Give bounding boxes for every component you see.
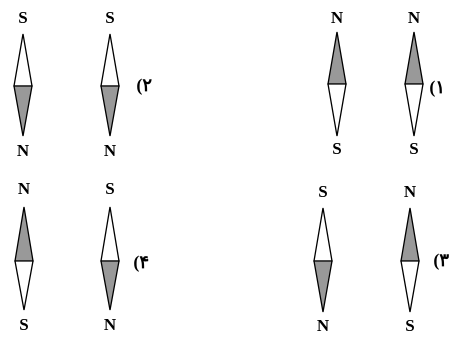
option-3-label: (۳ xyxy=(433,250,449,271)
pole-label-bottom: S xyxy=(332,139,341,158)
pole-label-top: N xyxy=(18,179,31,198)
option-3-needle-1: S N xyxy=(313,182,333,335)
pole-label-bottom: N xyxy=(17,141,30,160)
pole-label-top: S xyxy=(318,182,327,201)
needle-upper-half xyxy=(100,206,120,262)
needle-lower-half xyxy=(100,85,120,137)
needle-upper-half xyxy=(327,31,347,85)
option-2-label: (۲ xyxy=(136,75,152,96)
needle-lower-half xyxy=(327,83,347,137)
option-2: S N S N (۲ xyxy=(13,8,152,160)
needle-upper-half xyxy=(100,33,120,87)
option-4-needle-1: N S xyxy=(14,179,34,334)
option-1: N S N S (۱ xyxy=(327,8,445,158)
option-2-needle-1: S N xyxy=(13,8,33,160)
pole-label-top: S xyxy=(105,179,114,198)
pole-label-top: N xyxy=(331,8,344,27)
pole-label-bottom: N xyxy=(104,315,117,334)
pole-label-top: N xyxy=(404,182,417,201)
pole-label-bottom: S xyxy=(409,139,418,158)
needle-lower-half xyxy=(404,83,424,137)
needle-upper-half xyxy=(313,207,333,262)
pole-label-bottom: S xyxy=(405,316,414,335)
option-4-needle-2: S N xyxy=(100,179,120,334)
pole-label-bottom: S xyxy=(19,315,28,334)
needle-lower-half xyxy=(100,260,120,311)
needle-upper-half xyxy=(14,206,34,262)
option-1-needle-2: N S xyxy=(404,8,424,158)
option-1-needle-1: N S xyxy=(327,8,347,158)
needle-lower-half xyxy=(313,260,333,313)
pole-label-top: S xyxy=(18,8,27,27)
needle-upper-half xyxy=(404,31,424,85)
needle-upper-half xyxy=(13,33,33,87)
option-4-label: (۴ xyxy=(133,252,149,273)
pole-label-bottom: N xyxy=(104,141,117,160)
option-1-label: (۱ xyxy=(429,77,445,98)
pole-label-top: S xyxy=(105,8,114,27)
needle-upper-half xyxy=(400,207,420,262)
option-4: N S S N (۴ xyxy=(14,179,149,334)
needle-lower-half xyxy=(14,260,34,311)
needle-lower-half xyxy=(13,85,33,137)
option-3-needle-2: N S xyxy=(400,182,420,335)
needle-lower-half xyxy=(400,260,420,313)
pole-label-bottom: N xyxy=(317,316,330,335)
option-2-needle-2: S N xyxy=(100,8,120,160)
option-3: S N N S (۳ xyxy=(313,182,449,335)
pole-label-top: N xyxy=(408,8,421,27)
